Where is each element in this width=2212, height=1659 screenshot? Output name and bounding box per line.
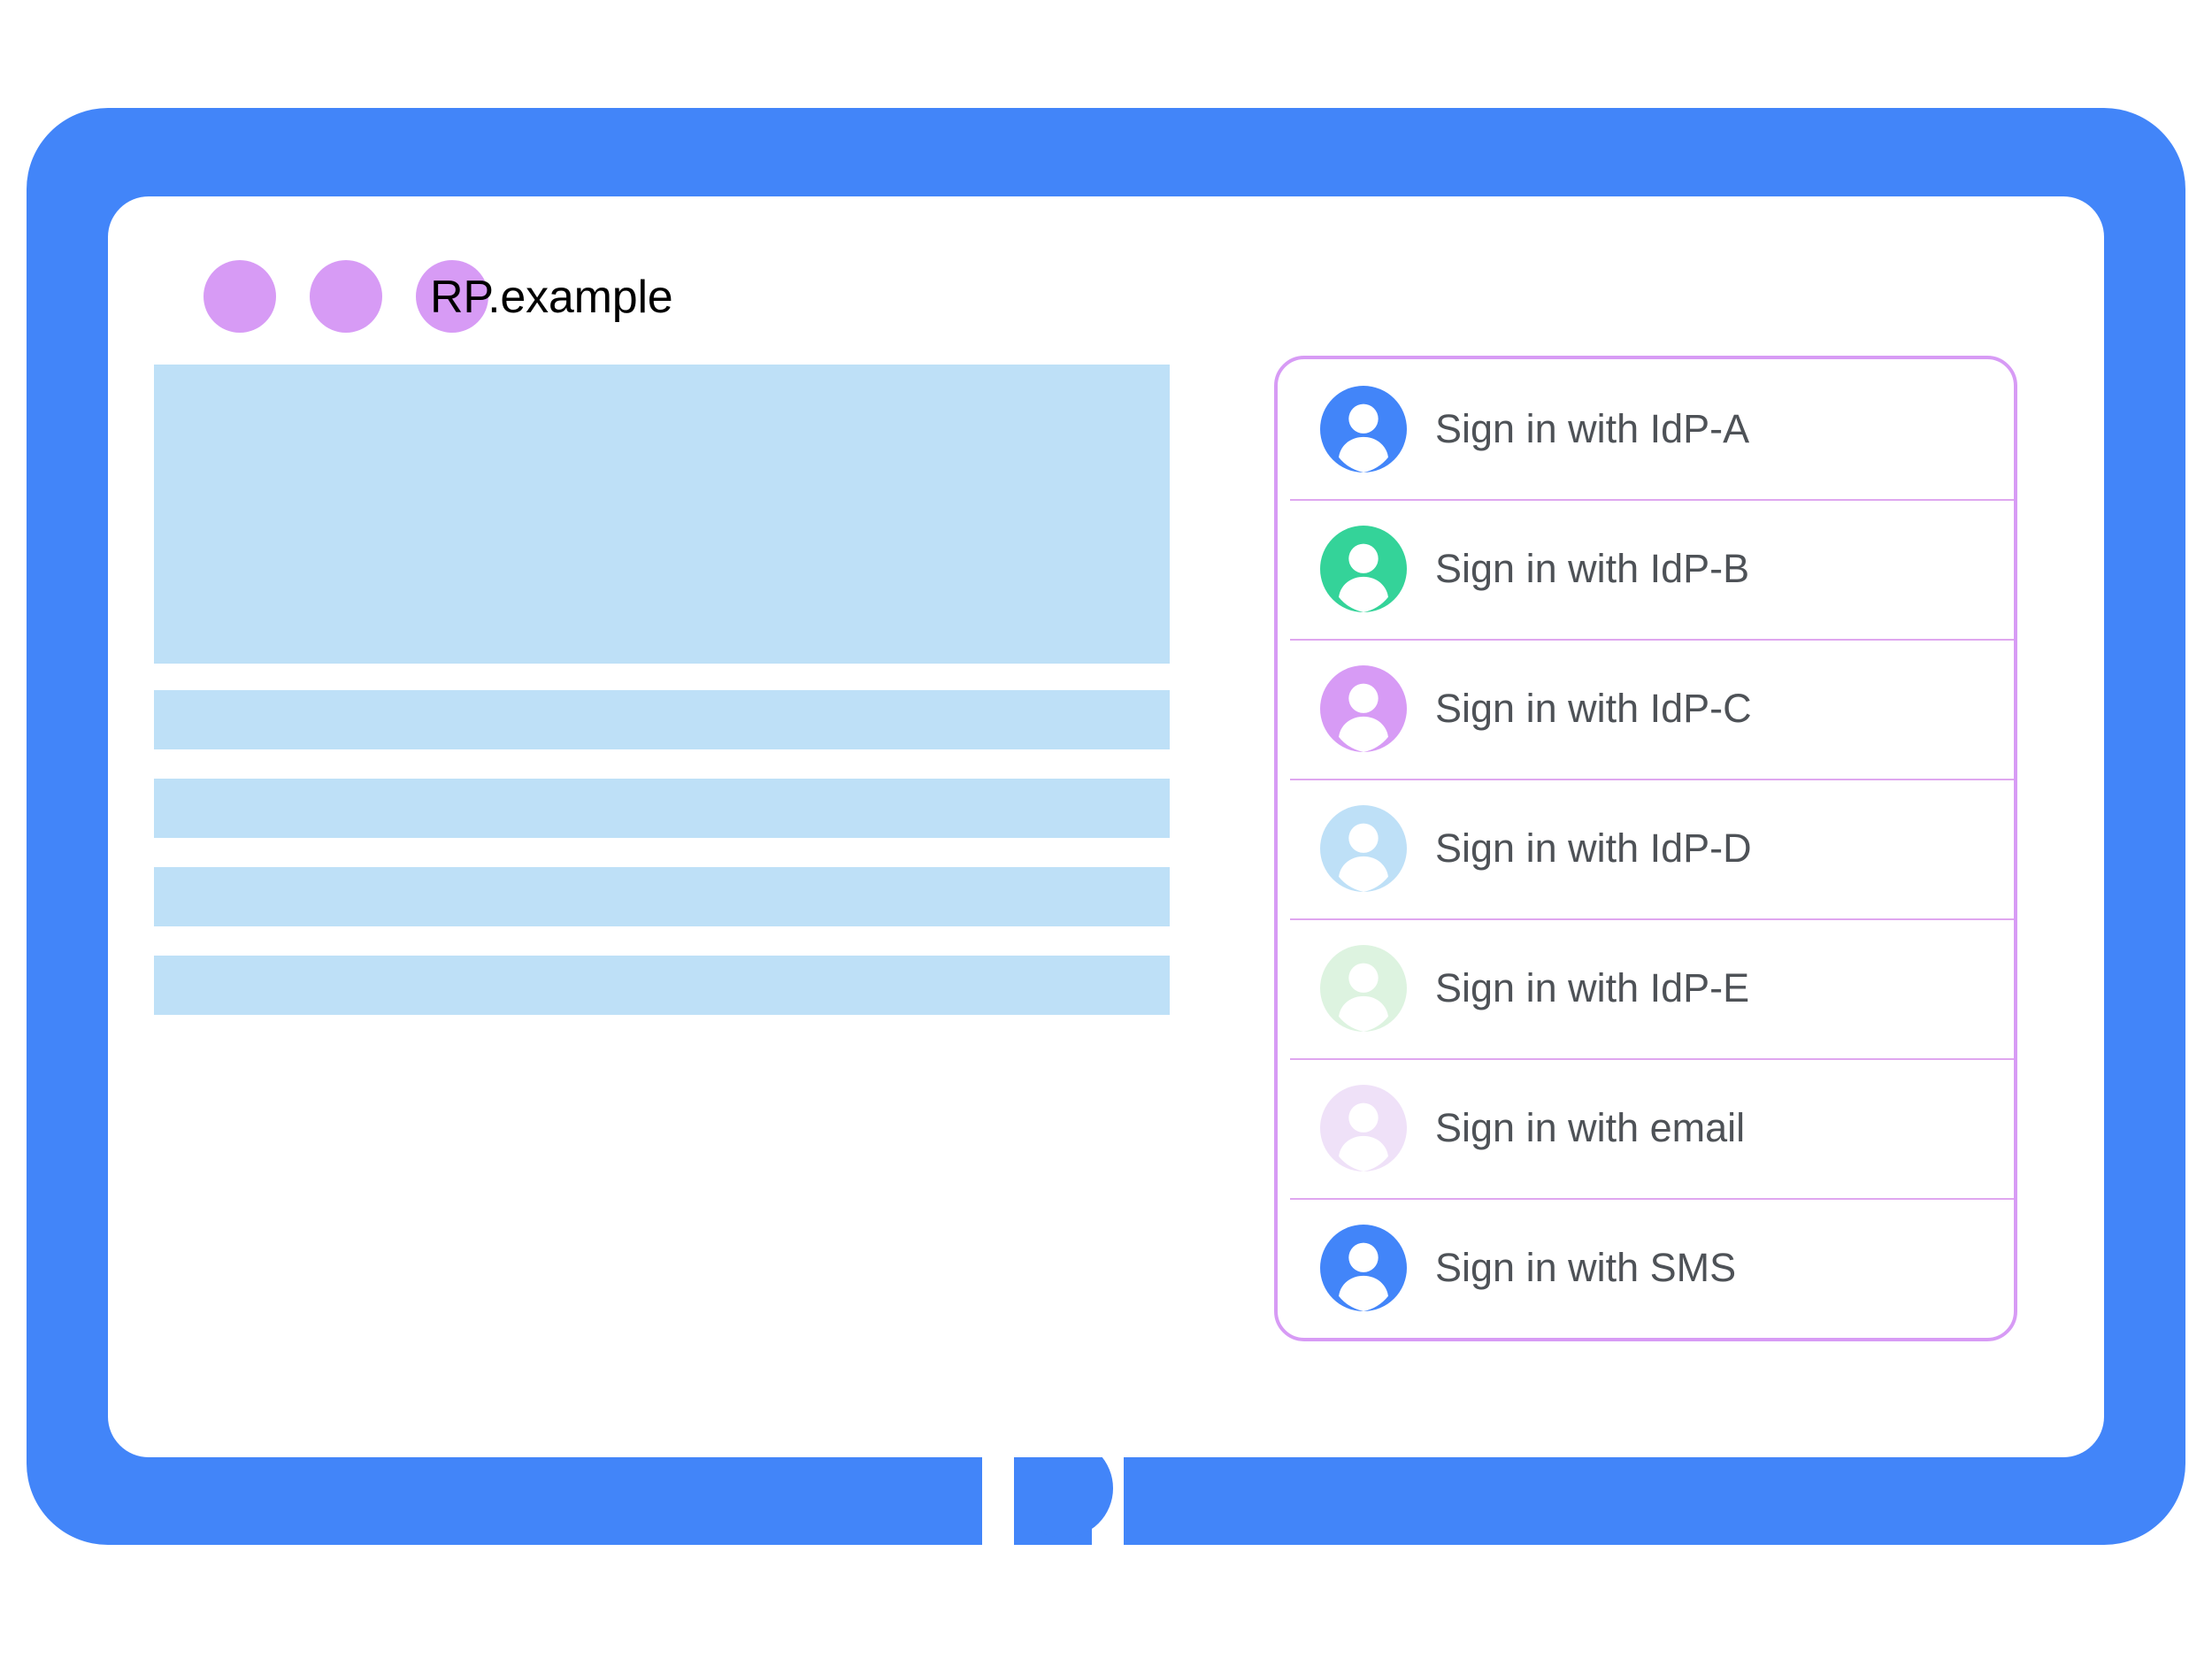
account-chooser-card: Sign in with IdP-A Sign in with IdP-B Sign… xyxy=(1274,356,2017,1341)
signin-option-4[interactable]: Sign in with IdP-D xyxy=(1278,779,2014,918)
window-dot-2[interactable] xyxy=(310,260,382,333)
signin-option-2[interactable]: Sign in with IdP-B xyxy=(1278,499,2014,639)
window-dot-1[interactable] xyxy=(204,260,276,333)
account-avatar-icon xyxy=(1320,386,1407,472)
signin-option-label: Sign in with SMS xyxy=(1435,1245,1737,1290)
text-line-placeholder-4 xyxy=(154,956,1170,1015)
text-line-placeholder-3 xyxy=(154,867,1170,926)
text-line-placeholder-2 xyxy=(154,779,1170,838)
window-controls xyxy=(204,260,488,333)
signin-option-label: Sign in with IdP-C xyxy=(1435,686,1752,731)
signin-option-5[interactable]: Sign in with IdP-E xyxy=(1278,918,2014,1058)
account-avatar-icon xyxy=(1320,665,1407,752)
account-avatar-icon xyxy=(1320,1225,1407,1311)
account-avatar-icon xyxy=(1320,526,1407,612)
signin-option-1[interactable]: Sign in with IdP-A xyxy=(1278,359,2014,499)
signin-option-label: Sign in with IdP-A xyxy=(1435,406,1750,451)
signin-option-label: Sign in with email xyxy=(1435,1105,1746,1150)
signin-option-3[interactable]: Sign in with IdP-C xyxy=(1278,639,2014,779)
account-avatar-icon xyxy=(1320,805,1407,892)
hero-placeholder xyxy=(154,365,1170,664)
account-avatar-icon xyxy=(1320,945,1407,1032)
page-title: RP.example xyxy=(430,272,673,323)
signin-option-6[interactable]: Sign in with email xyxy=(1278,1058,2014,1198)
signin-option-label: Sign in with IdP-B xyxy=(1435,546,1750,591)
signin-option-label: Sign in with IdP-D xyxy=(1435,826,1752,871)
content-placeholder-column xyxy=(154,365,1170,1044)
account-avatar-icon xyxy=(1320,1085,1407,1171)
text-line-placeholder-1 xyxy=(154,690,1170,749)
window-dot-3[interactable] xyxy=(416,260,488,333)
signin-option-label: Sign in with IdP-E xyxy=(1435,965,1750,1010)
signin-option-7[interactable]: Sign in with SMS xyxy=(1278,1198,2014,1338)
